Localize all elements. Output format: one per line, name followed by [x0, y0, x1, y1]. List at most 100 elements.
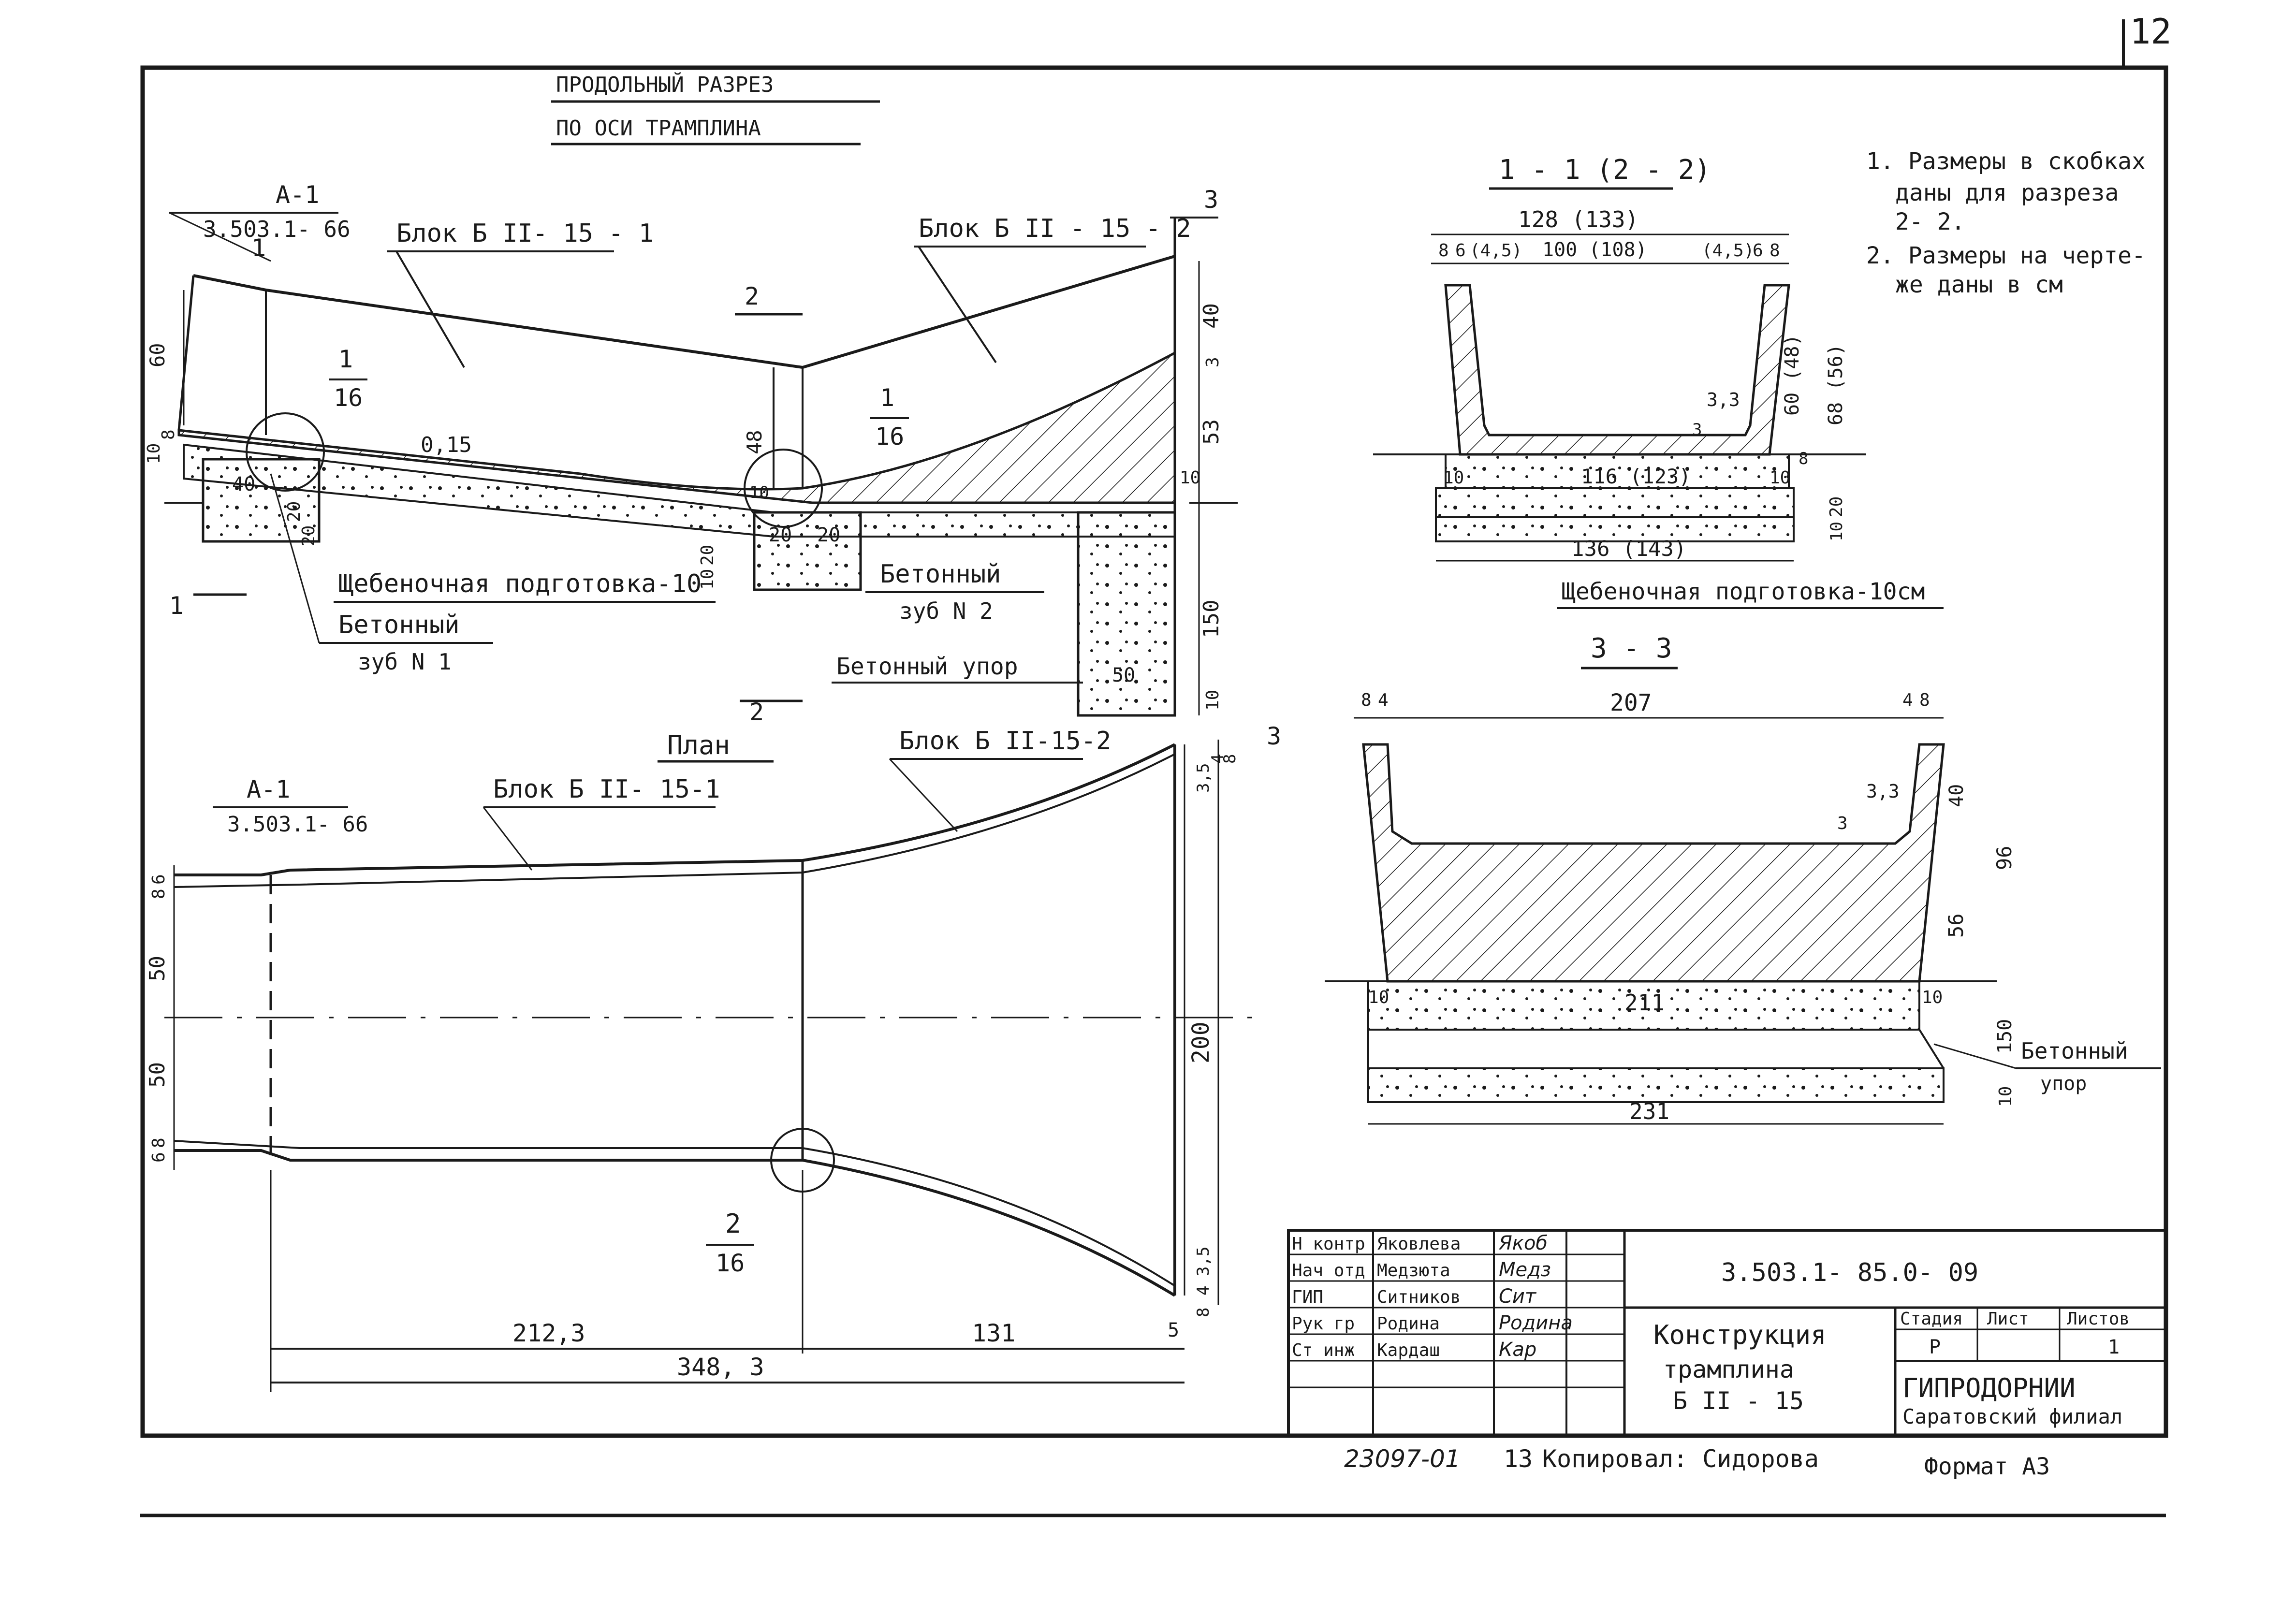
svg-text:3,5: 3,5	[1194, 763, 1213, 793]
svg-text:(4,5): (4,5)	[1702, 241, 1754, 261]
svg-text:Сит: Сит	[1499, 1285, 1537, 1308]
section-11-top-dims: 8 6 (4,5) 100 (108) (4,5) 6 8	[1438, 239, 1780, 261]
label-gravel: Щебеночная подготовка-10	[338, 569, 702, 598]
svg-text:Родина: Родина	[1499, 1312, 1573, 1334]
plan-dims-left: 6 8 50 50 8 6	[145, 865, 175, 1170]
section-33-dim-10: 10	[1996, 1086, 2016, 1107]
svg-text:Рук гр: Рук гр	[1292, 1314, 1355, 1334]
svg-text:Якоб: Якоб	[1498, 1232, 1548, 1254]
footer-sheet: 13	[1504, 1445, 1533, 1473]
svg-text:6: 6	[1455, 241, 1466, 261]
svg-text:Яковлева: Яковлева	[1377, 1234, 1461, 1254]
section-33-width-top: 207	[1610, 689, 1652, 716]
section-33-width-bottom: 231	[1629, 1098, 1669, 1124]
section-1-1: 1 - 1 (2 - 2) 128 (133) 8 6 (4,5) 100 (1…	[1373, 154, 1944, 609]
svg-text:3: 3	[1203, 357, 1223, 367]
sheets-value: 1	[2108, 1336, 2120, 1358]
label-stop: Бетонный упор	[836, 653, 1018, 680]
svg-text:4: 4	[1194, 1286, 1213, 1296]
plan-ref-code: 3.503.1- 66	[227, 812, 368, 837]
mark-2-bottom: 2	[749, 698, 764, 726]
svg-text:Медз: Медз	[1499, 1259, 1551, 1281]
longitudinal-title-2: ПО ОСИ ТРАМПЛИНА	[556, 116, 761, 141]
section-33-dim-150: 150	[1994, 1019, 2016, 1054]
svg-text:Медзюта: Медзюта	[1377, 1261, 1450, 1281]
org-name-1: ГИПРОДОРНИИ	[1902, 1373, 2076, 1403]
svg-text:40: 40	[1199, 303, 1224, 329]
section-11-label-gravel: Щебеночная подготовка-10см	[1562, 578, 1925, 605]
svg-text:Родина: Родина	[1377, 1314, 1440, 1334]
dim-2123: 212,3	[512, 1319, 585, 1347]
title-block-row-0: Н контр Яковлева Якоб	[1292, 1232, 1548, 1254]
section-33-label-stop-a: Бетонный	[2021, 1038, 2128, 1064]
svg-text:6: 6	[1753, 241, 1763, 261]
svg-text:даны для разреза: даны для разреза	[1895, 179, 2119, 206]
section-11-dim-10c: 10	[1827, 522, 1846, 541]
section-11-width-bottom: 136 (143)	[1571, 537, 1686, 561]
plan-title: План	[667, 730, 730, 760]
svg-text:6: 6	[149, 874, 169, 885]
svg-text:50: 50	[145, 1062, 170, 1088]
title-block-row-3: Рук гр Родина Родина	[1292, 1312, 1573, 1334]
svg-text:48: 48	[743, 430, 766, 454]
svg-text:40: 40	[232, 473, 255, 495]
section-33-dim-96: 96	[1992, 845, 2016, 870]
svg-text:60: 60	[146, 343, 169, 367]
svg-text:50: 50	[1112, 664, 1135, 686]
svg-text:4: 4	[1378, 690, 1389, 710]
plan-node-top: 2	[725, 1208, 741, 1239]
svg-text:Нач отд: Нач отд	[1292, 1261, 1365, 1281]
section-33-base: 211	[1624, 990, 1665, 1016]
footer-copied: Копировал: Сидорова	[1542, 1445, 1819, 1473]
section-11-dim-8: 8	[1799, 449, 1808, 468]
section-3-3: 3 - 3 8 4 207 4 8 3,3 3 40 96 56 10 211 …	[1325, 633, 2161, 1125]
section-33-dim-3: 3	[1837, 814, 1848, 833]
node1-top: 1	[338, 345, 353, 373]
svg-text:3,5: 3,5	[1194, 1247, 1213, 1276]
longitudinal-title-1: ПРОДОЛЬНЫЙ РАЗРЕЗ	[556, 72, 774, 97]
svg-text:8: 8	[149, 1137, 169, 1148]
plan-node-bottom: 16	[716, 1249, 745, 1277]
sheets-header: Листов	[2067, 1309, 2130, 1329]
stage-header: Стадия	[1900, 1309, 1963, 1329]
plan-dims-right: 3,5 4 8 200 3,5 4 8	[1187, 740, 1240, 1317]
org-name-2: Саратовский филиал	[1902, 1405, 2122, 1428]
footer-number: 23097-01	[1344, 1445, 1461, 1473]
drawing-name-3: Б II - 15	[1673, 1387, 1804, 1415]
svg-text:Н контр: Н контр	[1292, 1234, 1365, 1254]
notes: 1. Размеры в скобках даны для разреза 2-…	[1866, 148, 2146, 298]
drawing-name-1: Конструкция	[1653, 1320, 1827, 1350]
longitudinal-dimensions: 60 10 8 40 20 20 10 48 20 20 20 10 40 3 …	[144, 261, 1224, 715]
svg-text:2. Размеры на черте-: 2. Размеры на черте-	[1866, 242, 2146, 269]
title-block-row-4: Ст инж Кардаш Кар	[1292, 1339, 1536, 1361]
node2-top: 1	[880, 384, 894, 412]
svg-text:8: 8	[159, 429, 178, 440]
dim-131: 131	[972, 1319, 1015, 1347]
section-33-dim-56: 56	[1944, 913, 1968, 938]
plan-block-1: Блок Б II- 15-1	[493, 775, 720, 804]
svg-text:150: 150	[1199, 600, 1224, 638]
svg-text:20: 20	[817, 524, 840, 546]
section-11-dim-33: 3,3	[1707, 389, 1740, 410]
slope-label: 0,15	[421, 433, 472, 457]
svg-text:53: 53	[1199, 419, 1224, 445]
title-block-row-1: Нач отд Медзюта Медз	[1292, 1259, 1551, 1281]
svg-text:же даны в см: же даны в см	[1895, 271, 2063, 298]
section-33-title: 3 - 3	[1591, 633, 1672, 664]
svg-text:8: 8	[1194, 1308, 1213, 1317]
stage-value: Р	[1929, 1336, 1941, 1358]
svg-text:Кардаш: Кардаш	[1377, 1340, 1440, 1360]
mark-1-top: 1	[251, 234, 266, 262]
page-number: 12	[2130, 11, 2172, 52]
svg-text:Ст инж: Ст инж	[1292, 1340, 1355, 1360]
section-33-dim-33: 3,3	[1866, 781, 1900, 802]
svg-text:8: 8	[1770, 241, 1780, 261]
mark-1-bottom: 1	[169, 592, 184, 620]
section-33-dim-10r: 10	[1922, 988, 1943, 1007]
ref-label-a1: А-1	[276, 181, 319, 209]
drawing-name-2: трамплина	[1663, 1355, 1794, 1383]
title-block: Н контр Яковлева Якоб Нач отд Медзюта Ме…	[1287, 1229, 2167, 1437]
title-block-row-2: ГИП Ситников Сит	[1292, 1285, 1537, 1308]
svg-text:20: 20	[769, 524, 792, 546]
dim-3483: 348, 3	[677, 1353, 764, 1381]
